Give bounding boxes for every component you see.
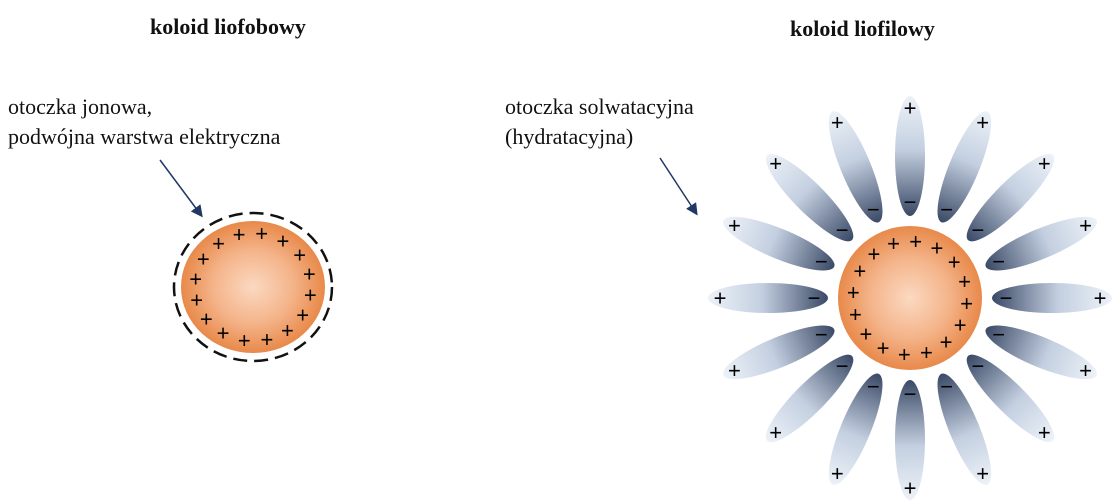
surface-charge-plus: + — [877, 336, 890, 361]
molecule-charge-minus: − — [867, 374, 880, 399]
surface-charge-plus: + — [197, 247, 210, 272]
molecule-charge-plus: + — [769, 420, 782, 445]
molecule-charge-plus: + — [831, 110, 844, 135]
surface-charge-plus: + — [847, 280, 860, 305]
molecule-charge-plus: + — [1038, 151, 1051, 176]
molecule-charge-plus: + — [1094, 286, 1107, 311]
surface-charge-plus: + — [238, 328, 251, 353]
molecule-charge-plus: + — [1079, 213, 1092, 238]
molecule-charge-minus: − — [971, 353, 984, 378]
molecule-charge-minus: − — [992, 249, 1005, 274]
molecule-charge-minus: − — [940, 197, 953, 222]
molecule-charge-minus: − — [836, 218, 849, 243]
surface-charge-plus: + — [212, 231, 225, 256]
surface-charge-plus: + — [281, 318, 294, 343]
molecule-charge-minus: − — [867, 197, 880, 222]
surface-charge-plus: + — [233, 222, 246, 247]
molecule-charge-plus: + — [728, 358, 741, 383]
surface-charge-plus: + — [954, 312, 967, 337]
surface-charge-plus: + — [217, 321, 230, 346]
molecule-charge-minus: − — [836, 353, 849, 378]
surface-charge-plus: + — [909, 229, 922, 254]
surface-charge-plus: + — [277, 228, 290, 253]
surface-charge-plus: + — [940, 330, 953, 355]
molecule-charge-minus: − — [904, 382, 917, 407]
surface-charge-plus: + — [920, 340, 933, 365]
surface-charge-plus: + — [931, 235, 944, 260]
surface-charge-plus: + — [898, 342, 911, 367]
molecule-charge-minus: − — [815, 249, 828, 274]
molecule-charge-plus: + — [728, 213, 741, 238]
ion-shell-pointer-arrow — [160, 160, 201, 215]
surface-charge-plus: + — [261, 327, 274, 352]
surface-charge-plus: + — [849, 302, 862, 327]
molecule-charge-plus: + — [769, 151, 782, 176]
molecule-charge-minus: − — [971, 218, 984, 243]
molecule-charge-plus: + — [1038, 420, 1051, 445]
molecule-charge-plus: + — [976, 110, 989, 135]
molecule-charge-plus: + — [904, 96, 917, 121]
lyophilic-particle-group: −+−+−+−+−+−+−+−+−+−+−+−+−+−+−+−+ +++++++… — [708, 96, 1112, 501]
lyophobic-particle-group: ++++++++++++++++ — [174, 213, 332, 361]
surface-charge-plus: + — [853, 259, 866, 284]
surface-charge-plus: + — [887, 231, 900, 256]
molecule-charge-plus: + — [904, 476, 917, 501]
surface-charge-plus: + — [255, 221, 268, 246]
molecule-charge-minus: − — [815, 322, 828, 347]
molecule-charge-minus: − — [940, 374, 953, 399]
surface-charge-plus: + — [296, 302, 309, 327]
molecule-charge-plus: + — [714, 286, 727, 311]
surface-charge-plus: + — [867, 241, 880, 266]
molecule-charge-plus: + — [1079, 358, 1092, 383]
molecule-charge-minus: − — [1000, 286, 1013, 311]
molecule-charge-minus: − — [992, 322, 1005, 347]
molecule-charge-minus: − — [904, 190, 917, 215]
molecule-charge-plus: + — [976, 461, 989, 486]
solvation-shell-pointer-arrow — [660, 158, 696, 213]
molecule-charge-plus: + — [831, 461, 844, 486]
molecule-charge-minus: − — [808, 286, 821, 311]
